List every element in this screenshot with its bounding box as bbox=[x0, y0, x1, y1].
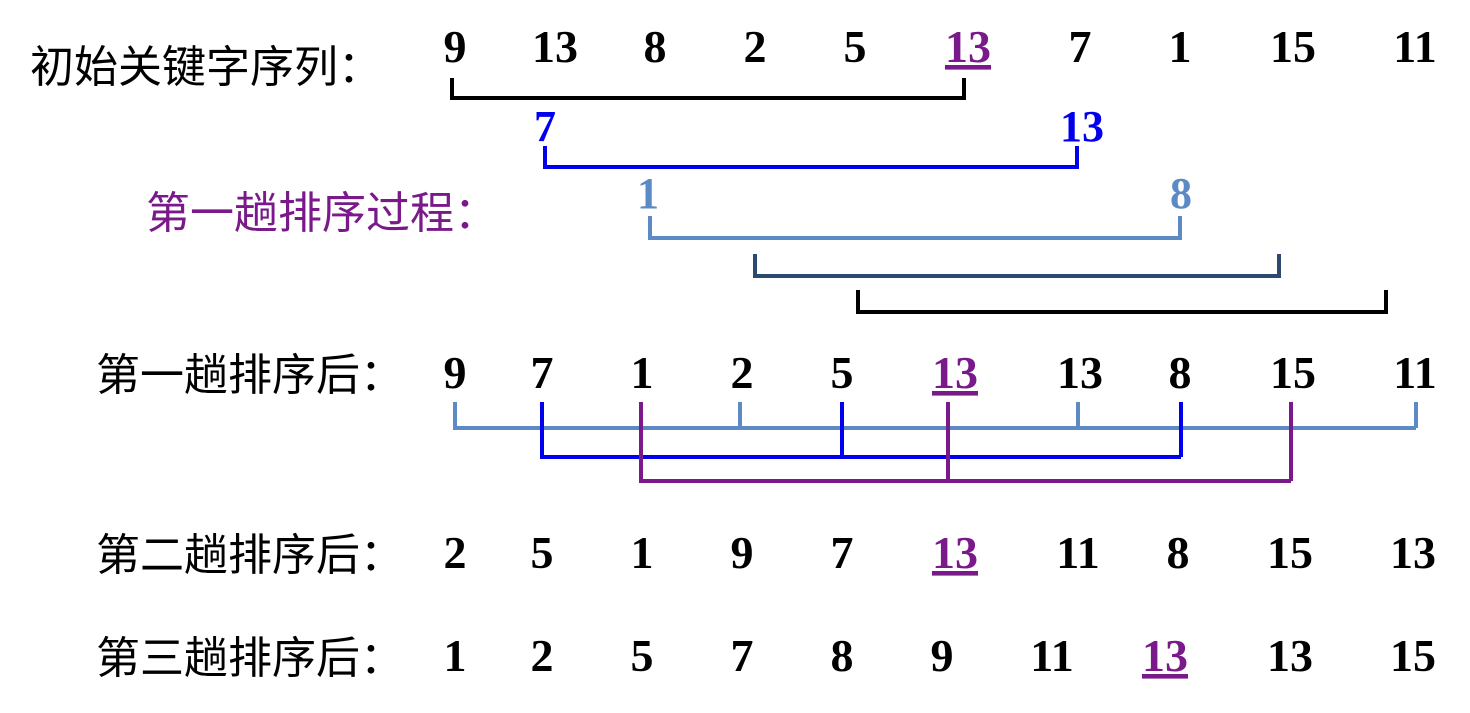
label-pass1-process: 第一趟排序过程： bbox=[146, 188, 498, 239]
key-4: 8 bbox=[831, 630, 854, 681]
key-0: 1 bbox=[444, 630, 467, 681]
row-pass1: 9 7 1 2 5 13 13 8 15 11 bbox=[444, 347, 1437, 398]
label-after-pass2: 第二趟排序后： bbox=[96, 530, 404, 581]
key-5-highlighted: 13 bbox=[945, 21, 991, 72]
key-6: 11 bbox=[1056, 527, 1099, 578]
label-after-pass1: 第一趟排序后： bbox=[96, 350, 404, 401]
key-5-highlighted: 13 bbox=[932, 527, 978, 578]
key-0: 9 bbox=[444, 347, 467, 398]
key-3: 7 bbox=[731, 630, 754, 681]
label-after-pass3: 第三趟排序后： bbox=[96, 633, 404, 684]
bracket-pair-2 bbox=[543, 146, 1079, 169]
key-5-highlighted: 13 bbox=[932, 347, 978, 398]
key-6: 7 bbox=[1069, 21, 1092, 72]
swap-value-7: 7 bbox=[534, 102, 556, 151]
key-1: 5 bbox=[531, 527, 554, 578]
key-5: 9 bbox=[931, 630, 954, 681]
row-initial: 9 13 8 2 5 13 7 1 15 11 bbox=[444, 21, 1437, 72]
label-initial-sequence: 初始关键字序列： bbox=[30, 42, 382, 93]
bracket-pair-5 bbox=[856, 290, 1388, 314]
swap-value-8: 8 bbox=[1170, 169, 1192, 218]
key-9: 15 bbox=[1390, 630, 1436, 681]
swap-value-13: 13 bbox=[1060, 102, 1104, 151]
key-1: 2 bbox=[531, 630, 554, 681]
key-8: 13 bbox=[1267, 630, 1313, 681]
key-7: 8 bbox=[1167, 527, 1190, 578]
swap-value-1: 1 bbox=[637, 169, 659, 218]
pass2-groups bbox=[453, 402, 1418, 483]
key-1: 13 bbox=[532, 21, 578, 72]
group-comb-3 bbox=[639, 402, 1293, 483]
key-0: 9 bbox=[444, 21, 467, 72]
bracket-pair-4 bbox=[753, 254, 1281, 278]
key-3: 2 bbox=[744, 21, 767, 72]
row-pass3: 1 2 5 7 8 9 11 13 13 15 bbox=[444, 630, 1437, 681]
key-2: 1 bbox=[631, 527, 654, 578]
key-8: 15 bbox=[1270, 347, 1316, 398]
key-2: 8 bbox=[644, 21, 667, 72]
key-9: 13 bbox=[1390, 527, 1436, 578]
row-pass2: 2 5 1 9 7 13 11 8 15 13 bbox=[444, 527, 1437, 578]
key-4: 5 bbox=[831, 347, 854, 398]
key-6: 11 bbox=[1030, 630, 1073, 681]
group-comb-1 bbox=[453, 402, 1418, 430]
key-7: 8 bbox=[1169, 347, 1192, 398]
key-9: 11 bbox=[1393, 21, 1436, 72]
pass1-brackets: 7 13 1 8 bbox=[450, 78, 1388, 314]
key-6: 13 bbox=[1057, 347, 1103, 398]
group-comb-2 bbox=[540, 402, 1183, 459]
key-2: 1 bbox=[631, 347, 654, 398]
key-4: 7 bbox=[831, 527, 854, 578]
key-8: 15 bbox=[1267, 527, 1313, 578]
key-4: 5 bbox=[844, 21, 867, 72]
key-3: 2 bbox=[731, 347, 754, 398]
key-7-highlighted: 13 bbox=[1142, 630, 1188, 681]
key-0: 2 bbox=[444, 527, 467, 578]
bracket-pair-1 bbox=[450, 78, 966, 100]
key-3: 9 bbox=[731, 527, 754, 578]
bracket-pair-3 bbox=[648, 216, 1182, 240]
key-7: 1 bbox=[1169, 21, 1192, 72]
key-8: 15 bbox=[1270, 21, 1316, 72]
key-1: 7 bbox=[531, 347, 554, 398]
key-2: 5 bbox=[631, 630, 654, 681]
key-9: 11 bbox=[1393, 347, 1436, 398]
